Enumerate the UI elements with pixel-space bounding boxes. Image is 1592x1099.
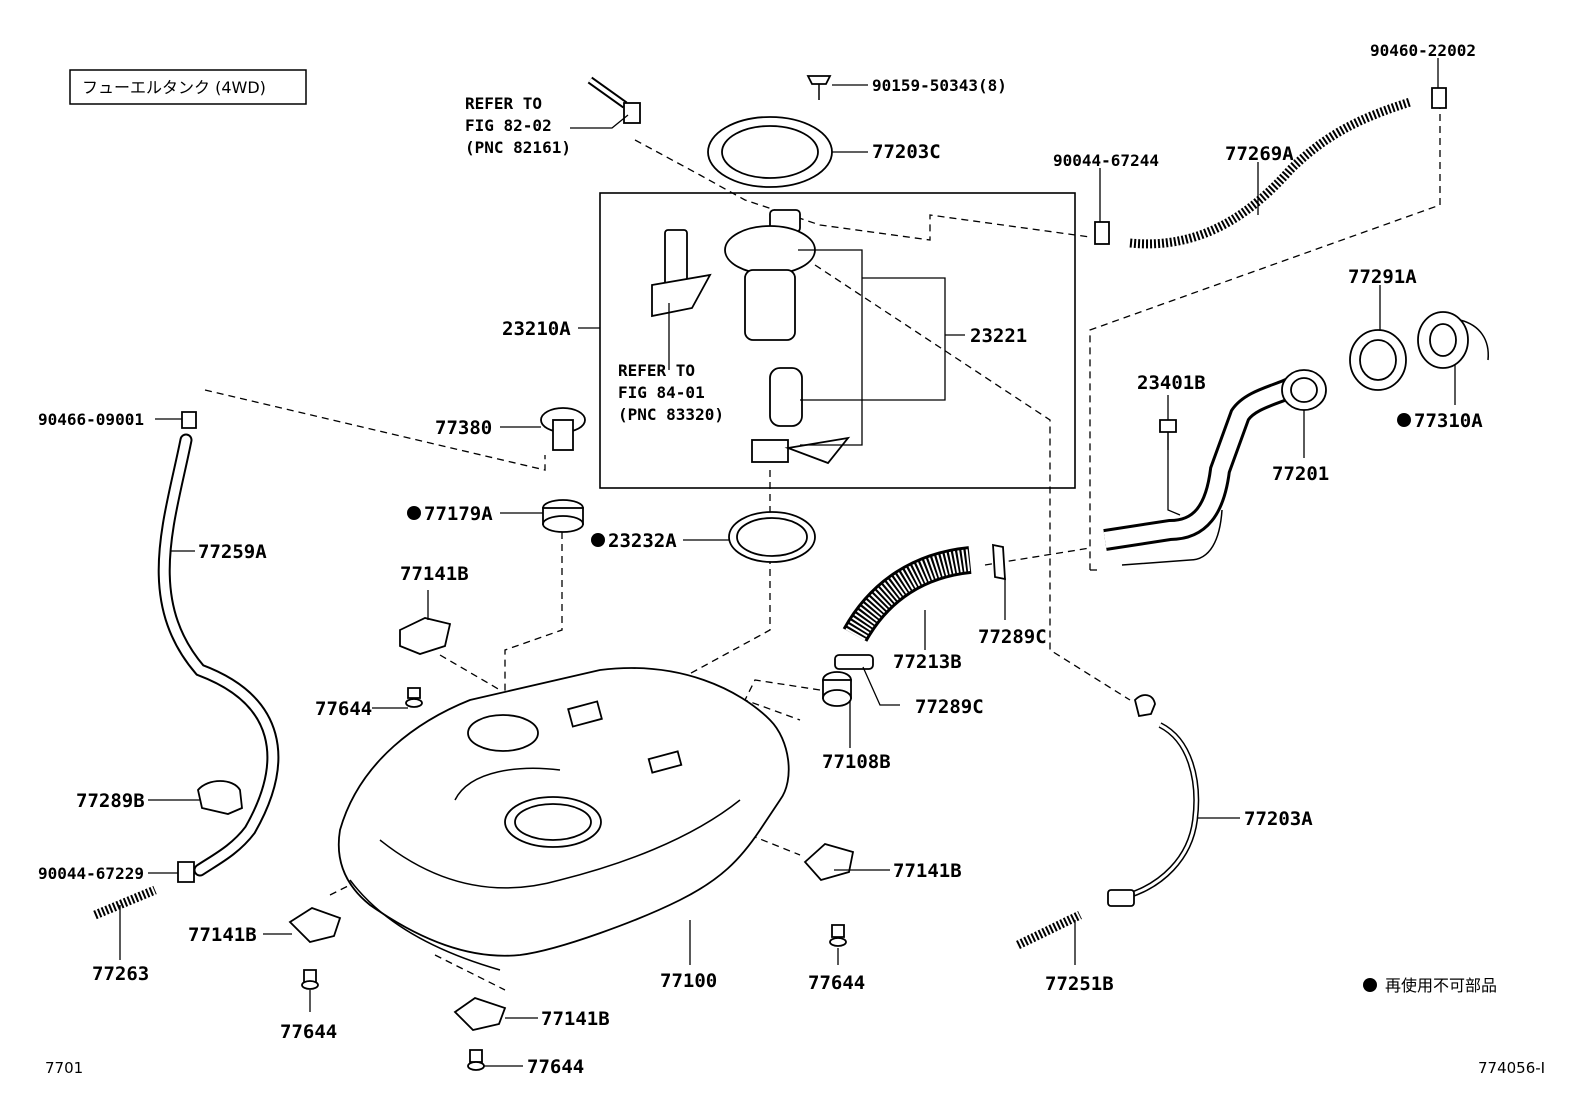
bolt-77644-1 — [405, 687, 423, 708]
clamp-77289c-lower — [834, 654, 874, 670]
non-reusable-marker-77310a — [1397, 413, 1411, 427]
ref-fig84-line2: FIG 84-01 — [618, 383, 705, 402]
label-77380: 77380 — [435, 417, 492, 439]
title-box — [69, 69, 307, 105]
label-77644-3: 77644 — [280, 1021, 337, 1043]
label-77141b-2: 77141B — [893, 860, 962, 882]
label-90044-67244: 90044-67244 — [1053, 151, 1159, 170]
label-77179a: 77179A — [424, 503, 493, 525]
label-77263: 77263 — [92, 963, 149, 985]
part-labels: 90159-50343(8) 77203C 90460-22002 90044-… — [38, 41, 1483, 1078]
label-77108b: 77108B — [822, 751, 891, 773]
hose-end-77263 — [93, 885, 157, 920]
bracket-77141b-4 — [453, 997, 507, 1031]
fuel-sender-84-01 — [651, 229, 712, 318]
label-23221: 23221 — [970, 325, 1027, 347]
fuel-cap-77310a — [1417, 311, 1489, 369]
connector-82-02 — [587, 76, 641, 124]
label-77141b-1: 77141B — [400, 563, 469, 585]
label-77203c: 77203C — [872, 141, 941, 163]
ref-fig82-line1: REFER TO — [465, 94, 542, 113]
ref-fig84-line3: (PNC 83320) — [618, 405, 724, 424]
label-90460-22002: 90460-22002 — [1370, 41, 1476, 60]
clip-77289b — [197, 780, 243, 815]
label-77644-4: 77644 — [527, 1056, 584, 1078]
gasket-23232a — [728, 511, 816, 563]
bracket-77141b-2 — [803, 842, 855, 882]
label-77289b: 77289B — [76, 790, 145, 812]
fuel-pump-group-box — [599, 192, 1076, 489]
label-77259a: 77259A — [198, 541, 267, 563]
label-77289c-2: 77289C — [915, 696, 984, 718]
hose-77269a — [1094, 87, 1447, 249]
label-77141b-4: 77141B — [541, 1008, 610, 1030]
bolt-77644-4 — [467, 1049, 485, 1071]
label-23232a: 23232A — [608, 530, 677, 552]
label-90466-09001: 90466-09001 — [38, 410, 144, 429]
legend-marker — [1363, 978, 1377, 992]
label-77100: 77100 — [660, 970, 717, 992]
label-77289c-1: 77289C — [978, 626, 1047, 648]
hose-77213b — [842, 546, 972, 643]
label-77291a: 77291A — [1348, 266, 1417, 288]
label-77141b-3: 77141B — [188, 924, 257, 946]
ref-fig84-line1: REFER TO — [618, 361, 695, 380]
bolt-77644-2 — [829, 924, 847, 947]
label-90044-67229: 90044-67229 — [38, 864, 144, 883]
diagram-title: フューエルタンク (4WD) — [82, 78, 266, 97]
label-23401b: 23401B — [1137, 372, 1206, 394]
grommet-77108b — [822, 671, 852, 707]
label-77201: 77201 — [1272, 463, 1329, 485]
bolt-23401b — [1159, 419, 1177, 450]
hose-77251b — [1016, 910, 1082, 950]
bolt-77644-3 — [301, 969, 319, 990]
bolt-90159 — [806, 75, 832, 100]
check-valve-77380 — [540, 407, 586, 451]
leader-lines — [119, 58, 1456, 1067]
ref-fig82-line3: (PNC 82161) — [465, 138, 571, 157]
label-77213b: 77213B — [893, 651, 962, 673]
legend-text: 再使用不可部品 — [1385, 976, 1497, 995]
non-reusable-marker-77179a — [407, 506, 421, 520]
label-77644-2: 77644 — [808, 972, 865, 994]
footer-right-code: 774056-I — [1478, 1059, 1545, 1077]
filler-pipe-77201 — [1103, 369, 1327, 566]
clamp-90044-67229 — [177, 861, 195, 883]
label-77310a: 77310A — [1414, 410, 1483, 432]
grommet-77179a — [542, 499, 584, 533]
bracket-77141b-1 — [399, 617, 452, 655]
fuel-pump-assembly — [724, 209, 851, 465]
label-77251b: 77251B — [1045, 973, 1114, 995]
filler-ring-77291a — [1349, 329, 1407, 391]
bracket-77141b-3 — [288, 907, 342, 943]
sender-wire-77203a — [1107, 694, 1200, 907]
label-90159-50343: 90159-50343(8) — [872, 76, 1007, 95]
retainer-ring-77203c — [707, 116, 833, 188]
footer-left-code: 7701 — [45, 1059, 83, 1077]
label-77644-1: 77644 — [315, 698, 372, 720]
label-23210a: 23210A — [502, 318, 571, 340]
hose-77259a — [157, 411, 280, 877]
label-77203a: 77203A — [1244, 808, 1313, 830]
clamp-77289c-upper — [992, 543, 1006, 581]
fuel-tank-77100 — [337, 667, 790, 971]
non-reusable-marker-23232a — [591, 533, 605, 547]
ref-fig82-line2: FIG 82-02 — [465, 116, 552, 135]
label-77269a: 77269A — [1225, 143, 1294, 165]
